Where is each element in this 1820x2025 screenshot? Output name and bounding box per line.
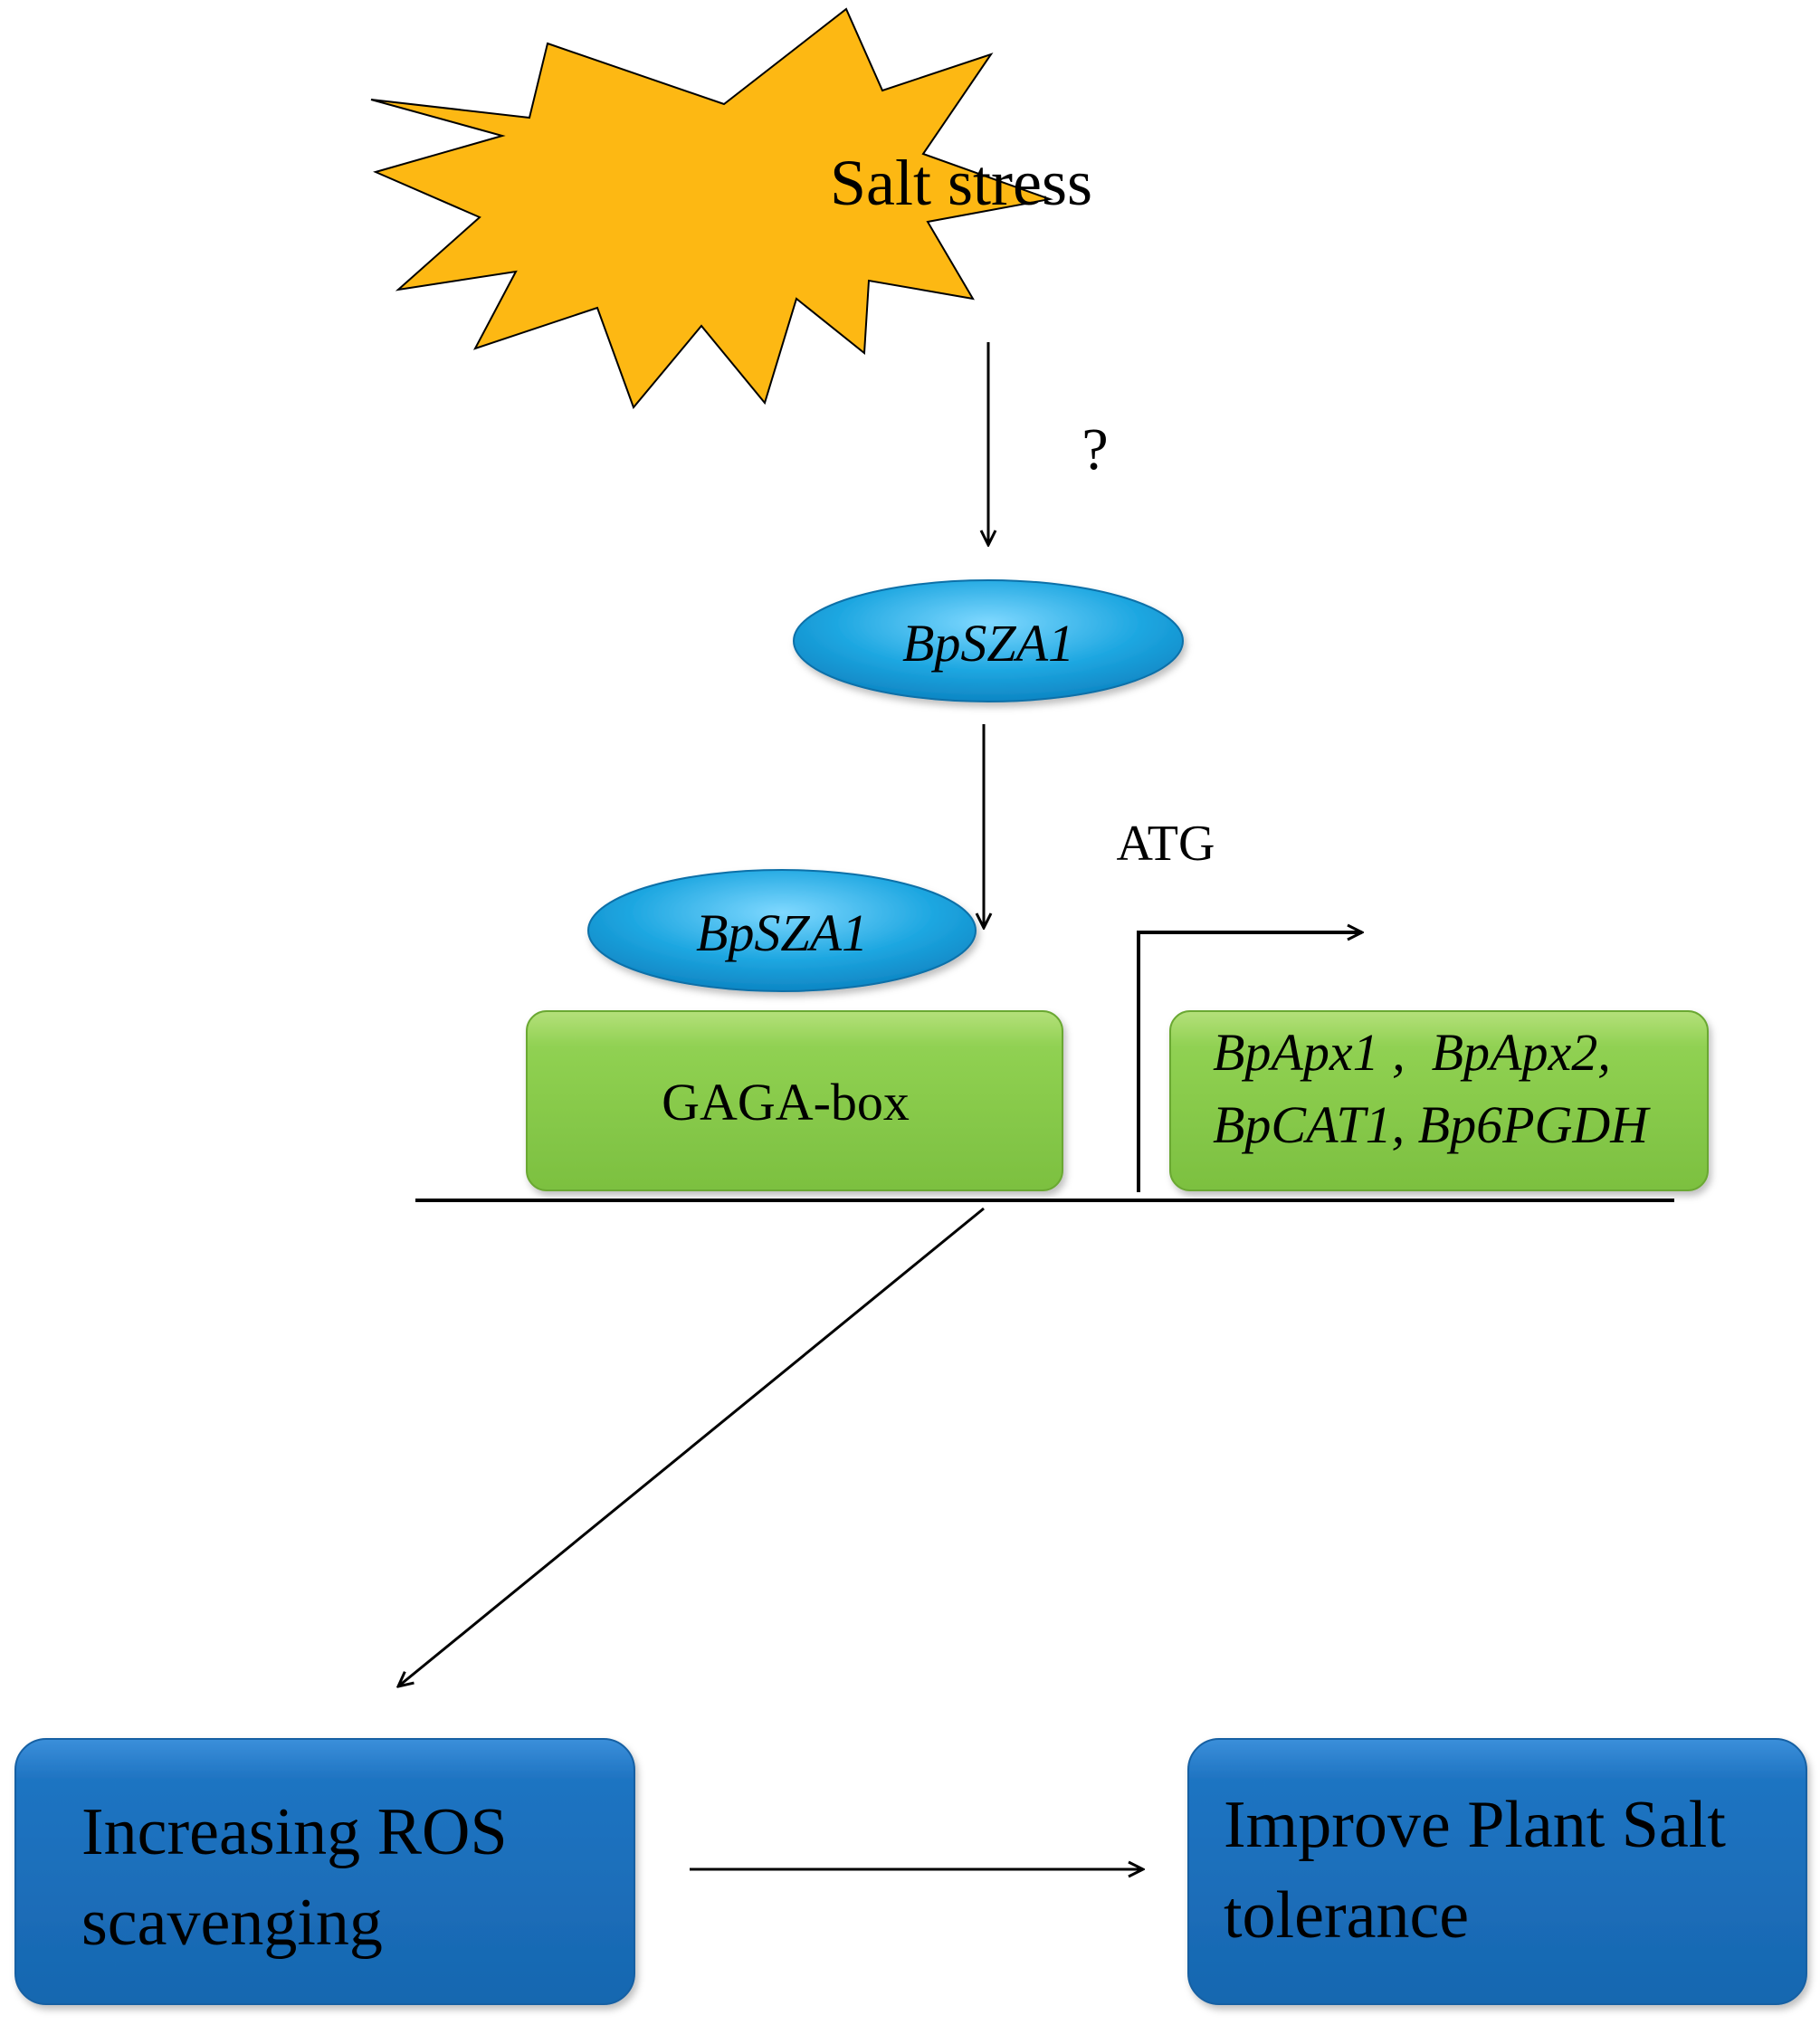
- salt-stress-label: Salt stress: [830, 147, 1092, 219]
- target-genes-node: BpApx1 , BpApx2, BpCAT1, Bp6PGDH: [1169, 1010, 1709, 1191]
- salt-stress-node: Salt stress: [370, 7, 1092, 409]
- transcription-start-arrow: [1137, 932, 1362, 1192]
- salt-tolerance-line2: tolerance: [1224, 1878, 1469, 1953]
- gaga-box-label: GAGA-box: [662, 1073, 910, 1132]
- protein-label-free: BpSZA1: [902, 614, 1074, 673]
- target-genes-line1: BpApx1 , BpApx2,: [1213, 1023, 1611, 1082]
- gaga-box-node: GAGA-box: [526, 1010, 1063, 1191]
- starburst-shape: [370, 7, 1053, 409]
- atg-label: ATG: [1117, 816, 1215, 872]
- ros-scavenging-line2: scavenging: [81, 1886, 383, 1960]
- salt-tolerance-node: Improve Plant Salt tolerance: [1187, 1738, 1807, 2005]
- protein-ellipse-bound: BpSZA1: [587, 869, 977, 992]
- target-genes-line2: BpCAT1, Bp6PGDH: [1213, 1095, 1651, 1154]
- ros-scavenging-node: Increasing ROS scavenging: [14, 1738, 635, 2005]
- protein-ellipse-free: BpSZA1: [793, 579, 1184, 702]
- ros-scavenging-line1: Increasing ROS: [81, 1795, 508, 1869]
- promoter-to-ros-arrow: [398, 1207, 985, 1686]
- unknown-signal-mark: ?: [1082, 416, 1108, 482]
- salt-tolerance-line1: Improve Plant Salt: [1224, 1788, 1726, 1862]
- protein-label-bound: BpSZA1: [696, 903, 868, 962]
